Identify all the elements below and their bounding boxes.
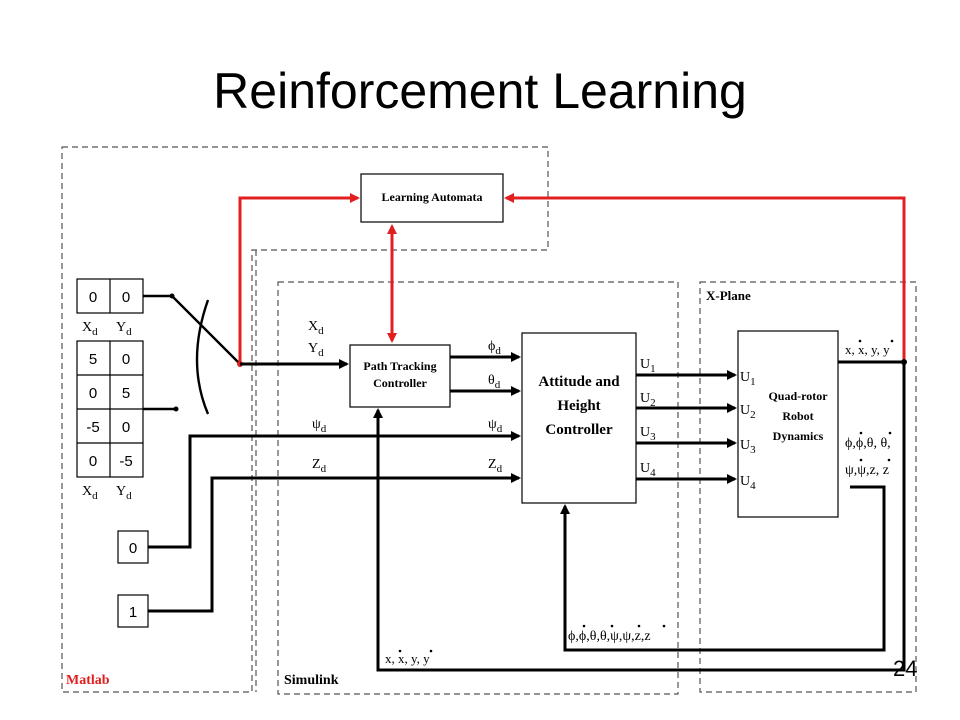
grid-r4-c1: 0: [89, 453, 97, 470]
grid-xd-sub: d: [92, 490, 98, 502]
z-d-line: [148, 473, 521, 613]
grid-yd-sub: d: [126, 490, 132, 502]
slide-title: Reinforcement Learning: [213, 63, 747, 119]
svg-text:Yd: Yd: [116, 484, 132, 502]
simulink-label: Simulink: [284, 673, 339, 688]
top-pair-yd: 0: [122, 289, 130, 306]
switch-arc: [195, 299, 210, 415]
pos-out-label: x, x, y, y: [845, 342, 890, 357]
switch-arm: [171, 295, 241, 365]
top-yd-label: Y: [116, 320, 126, 335]
learning-automata-block: [360, 173, 504, 223]
grid-r3-c2: 0: [122, 419, 130, 436]
state-feedback-line: [560, 485, 886, 652]
state-feedback-label: ϕ,ϕ,θ,θ,ψ,ψ,z,z: [568, 629, 651, 644]
u1-label: U1: [640, 357, 656, 375]
grid-col-labels: Xd Yd: [82, 484, 132, 502]
psi-constant-value: 0: [129, 540, 137, 557]
page-number: 24: [893, 656, 918, 681]
top-pair-xd: 0: [89, 289, 97, 306]
derivative-dots: [398, 339, 894, 653]
top-xd-sub: d: [92, 326, 98, 338]
z-constant-value: 1: [129, 604, 137, 621]
z-d-label: Zd: [312, 457, 327, 475]
xd-label: Xd: [308, 319, 324, 337]
red-line-to-automata: [238, 193, 360, 364]
grid-r4-c2: -5: [119, 453, 132, 470]
path-tracking-block: [349, 344, 451, 408]
grid-xd-label: X: [82, 484, 92, 499]
yd-label: Yd: [308, 341, 324, 359]
state-out-label-1: ϕ,ϕ,θ, θ,: [845, 436, 891, 451]
u1-in-label: U1: [740, 370, 756, 388]
path-tracking-label-1: Path Tracking: [363, 359, 436, 373]
u4-in-label: U4: [740, 474, 756, 492]
u2-label: U2: [640, 391, 656, 409]
attitude-label-3: Controller: [545, 422, 613, 438]
pos-feedback-line: [373, 362, 906, 672]
grid-r1-c2: 0: [122, 351, 130, 368]
grid-r3-c1: -5: [86, 419, 99, 436]
svg-text:Xd: Xd: [82, 320, 98, 338]
quad-rotor-label-1: Quad-rotor: [768, 389, 828, 403]
pos-out-junction: [901, 359, 907, 365]
pos-feedback-label: x, x, y, y: [385, 651, 430, 666]
state-out-label-2: ψ,ψ,z, z: [845, 463, 889, 478]
grid-yd-label: Y: [116, 484, 126, 499]
matlab-region: [61, 146, 549, 693]
z-d2-label: Zd: [488, 457, 503, 475]
psi-d-label: ψd: [312, 417, 327, 435]
switch-contact-1: [169, 293, 175, 299]
top-xd-label: X: [82, 320, 92, 335]
theta-d-label: θd: [488, 373, 501, 391]
attitude-height-block: [521, 332, 637, 504]
grid-r2-c2: 5: [122, 385, 130, 402]
learning-automata-label: Learning Automata: [381, 190, 482, 204]
top-yd-sub: d: [126, 326, 132, 338]
u3-in-label: U3: [740, 438, 756, 456]
attitude-label-2: Height: [557, 398, 600, 414]
red-line-feedback: [504, 193, 906, 362]
svg-text:Yd: Yd: [116, 320, 132, 338]
xplane-label: X-Plane: [706, 288, 751, 303]
xplane-region: [699, 281, 917, 693]
matlab-label: Matlab: [66, 673, 110, 688]
svg-text:Xd: Xd: [82, 484, 98, 502]
psi-d2-label: ψd: [488, 417, 503, 435]
grid-r1-c1: 5: [89, 351, 97, 368]
quad-rotor-block: [737, 330, 839, 518]
u3-label: U3: [640, 425, 656, 443]
path-tracking-label-2: Controller: [373, 376, 427, 390]
quad-rotor-label-3: Dynamics: [773, 429, 824, 443]
switch-contact-2: [173, 406, 179, 412]
phi-d-label: ϕd: [488, 339, 501, 357]
u4-label: U4: [640, 461, 656, 479]
u2-in-label: U2: [740, 403, 756, 421]
quad-rotor-label-2: Robot: [782, 409, 813, 423]
psi-constant-block: [117, 530, 149, 564]
top-pair-col-labels: Xd Yd: [82, 320, 132, 338]
psi-d-line: [148, 431, 521, 549]
grid-r2-c1: 0: [89, 385, 97, 402]
attitude-label-1: Attitude and: [538, 374, 620, 390]
z-constant-block: [117, 594, 149, 628]
simulink-region: [277, 281, 679, 695]
